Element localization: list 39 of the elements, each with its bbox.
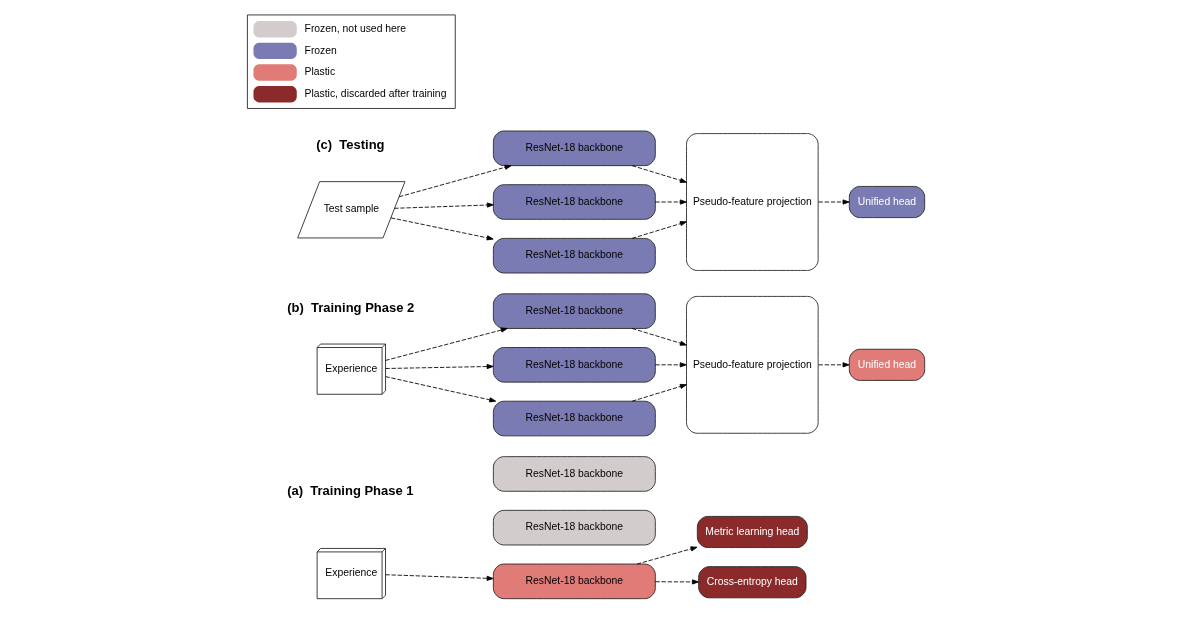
node-box: Unified head — [848, 186, 925, 219]
label: (b) Training Phase 2 — [286, 299, 414, 315]
arrow — [631, 383, 687, 402]
arrow — [631, 221, 687, 239]
legend-label: Frozen — [304, 44, 337, 56]
arrow — [817, 362, 850, 368]
arrow — [390, 217, 494, 241]
arrow — [817, 199, 850, 205]
arrow — [393, 202, 494, 209]
node-box: ResNet-18 backbone — [492, 130, 656, 167]
node-box: ResNet-18 backbone — [492, 509, 656, 546]
arrow — [384, 327, 508, 361]
legend-label: Plastic, discarded after training — [304, 87, 446, 99]
node-box: ResNet-18 backbone — [492, 563, 656, 600]
node-box: ResNet-18 backbone — [492, 237, 656, 274]
node-box: Unified head — [848, 348, 925, 381]
arrow — [654, 579, 699, 585]
node-box: Pseudo-feature projection — [685, 133, 819, 271]
arrow — [384, 376, 496, 403]
label: (c) Testing — [315, 136, 385, 152]
node-box: Cross-entropy head — [697, 566, 806, 599]
node-box: ResNet-18 backbone — [492, 456, 656, 492]
arrow — [636, 546, 697, 565]
node-box: Metric learning head — [696, 515, 808, 548]
label: (a) Training Phase 1 — [286, 483, 414, 499]
legend-label: Plastic — [304, 66, 335, 78]
node-box: ResNet-18 backbone — [492, 293, 656, 329]
arrow — [631, 165, 687, 183]
legend-label: Frozen, not used here — [304, 22, 406, 34]
arrow — [654, 199, 687, 205]
node-box: ResNet-18 backbone — [492, 347, 656, 383]
node-box: ResNet-18 backbone — [492, 184, 656, 220]
arrow — [398, 164, 511, 198]
arrow — [384, 574, 494, 581]
arrow — [384, 363, 494, 370]
arrow — [654, 362, 687, 368]
arrow — [631, 328, 687, 346]
node-box: ResNet-18 backbone — [492, 400, 656, 437]
node-box: Pseudo-feature projection — [685, 295, 819, 434]
